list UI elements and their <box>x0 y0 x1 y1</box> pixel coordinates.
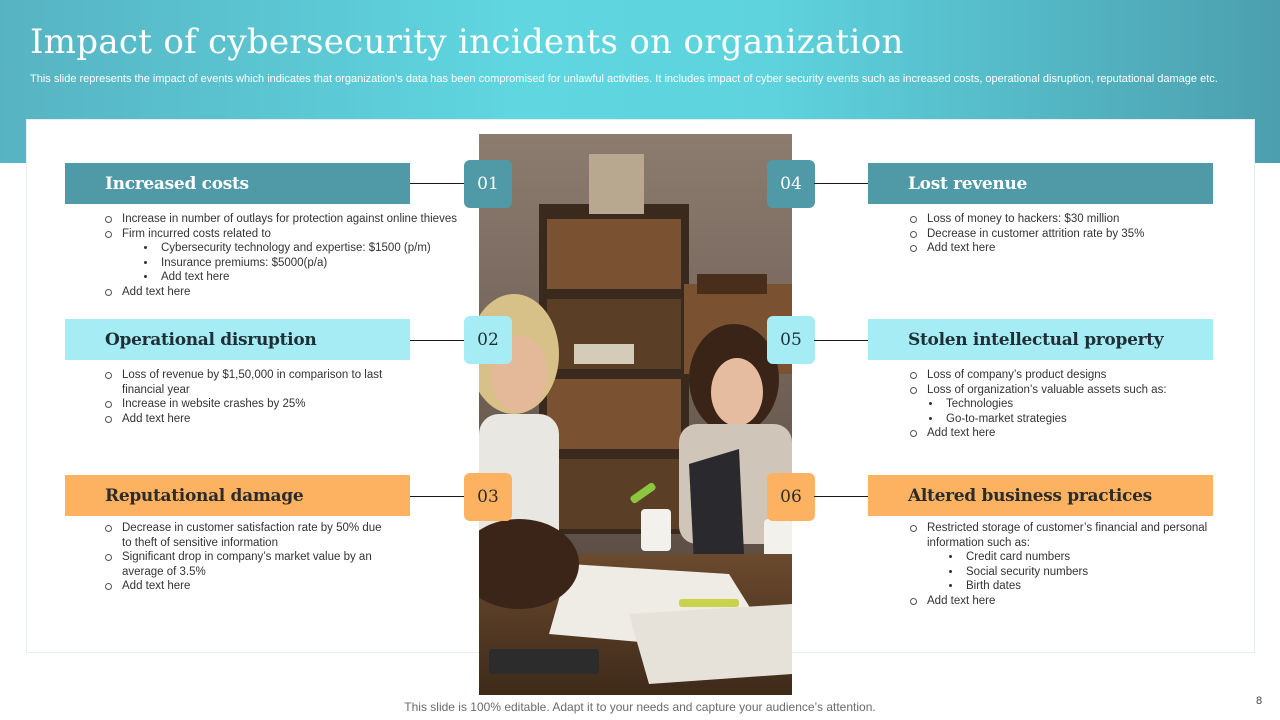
slide-title: Impact of cybersecurity incidents on org… <box>30 22 904 62</box>
list-item: Add text here <box>104 285 484 300</box>
sub-list-item: Credit card numbers <box>947 550 1229 565</box>
item-bar-increased-costs: Increased costs <box>65 163 410 204</box>
list-item: Add text here <box>909 426 1229 441</box>
item-list-lost-revenue: Loss of money to hackers: $30 million De… <box>909 212 1229 256</box>
connector-line <box>410 496 465 497</box>
page-number: 8 <box>1256 695 1263 707</box>
sub-list: Credit card numbers Social security numb… <box>947 550 1229 594</box>
connector-line <box>410 183 465 184</box>
sub-list: Cybersecurity technology and expertise: … <box>142 241 484 285</box>
list-item: Loss of money to hackers: $30 million <box>909 212 1229 227</box>
number-badge-03: 03 <box>464 473 512 521</box>
list-item: Significant drop in company’s market val… <box>104 550 389 579</box>
sub-list-item: Go-to-market strategies <box>927 412 1229 427</box>
sub-list-item: Cybersecurity technology and expertise: … <box>142 241 484 256</box>
item-title: Lost revenue <box>908 173 1028 194</box>
list-item: Increase in website crashes by 25% <box>104 397 389 412</box>
item-list-altered-business-practices: Restricted storage of customer’s financi… <box>909 521 1229 608</box>
item-title: Increased costs <box>105 173 249 194</box>
number-badge-05: 05 <box>767 316 815 364</box>
list-item: Decrease in customer satisfaction rate b… <box>104 521 389 550</box>
badge-number: 01 <box>477 174 499 194</box>
connector-line <box>814 340 869 341</box>
list-item: Loss of organization’s valuable assets s… <box>909 383 1229 427</box>
item-bar-altered-business-practices: Altered business practices <box>868 475 1213 516</box>
connector-line <box>814 183 869 184</box>
list-item: Loss of revenue by $1,50,000 in comparis… <box>104 368 389 397</box>
item-list-operational-disruption: Loss of revenue by $1,50,000 in comparis… <box>104 368 389 426</box>
sub-list-item: Social security numbers <box>947 565 1229 580</box>
badge-number: 06 <box>780 487 802 507</box>
meeting-photo <box>479 134 792 695</box>
item-title: Stolen intellectual property <box>908 329 1164 350</box>
item-bar-stolen-intellectual-property: Stolen intellectual property <box>868 319 1213 360</box>
number-badge-04: 04 <box>767 160 815 208</box>
list-item: Decrease in customer attrition rate by 3… <box>909 227 1229 242</box>
badge-number: 05 <box>780 330 802 350</box>
slide-footer: This slide is 100% editable. Adapt it to… <box>404 700 876 714</box>
sub-list: Technologies Go-to-market strategies <box>927 397 1229 426</box>
list-item: Add text here <box>104 412 389 427</box>
sub-list-item: Birth dates <box>947 579 1229 594</box>
item-title: Operational disruption <box>105 329 317 350</box>
list-item: Loss of company’s product designs <box>909 368 1229 383</box>
badge-number: 03 <box>477 487 499 507</box>
list-item: Add text here <box>909 594 1229 609</box>
sub-list-item: Insurance premiums: $5000(p/a) <box>142 256 484 271</box>
item-list-stolen-intellectual-property: Loss of company’s product designs Loss o… <box>909 368 1229 441</box>
number-badge-02: 02 <box>464 316 512 364</box>
item-bar-lost-revenue: Lost revenue <box>868 163 1213 204</box>
item-title: Reputational damage <box>105 485 304 506</box>
connector-line <box>410 340 465 341</box>
list-item: Add text here <box>909 241 1229 256</box>
list-item: Firm incurred costs related to Cybersecu… <box>104 227 484 285</box>
item-list-increased-costs: Increase in number of outlays for protec… <box>104 212 484 299</box>
sub-list-item: Add text here <box>142 270 484 285</box>
sub-list-item: Technologies <box>927 397 1229 412</box>
item-title: Altered business practices <box>908 485 1152 506</box>
item-list-reputational-damage: Decrease in customer satisfaction rate b… <box>104 521 389 594</box>
list-item: Add text here <box>104 579 389 594</box>
slide-subtitle: This slide represents the impact of even… <box>30 73 1218 85</box>
number-badge-01: 01 <box>464 160 512 208</box>
list-item: Increase in number of outlays for protec… <box>104 212 484 227</box>
list-item: Restricted storage of customer’s financi… <box>909 521 1229 594</box>
badge-number: 04 <box>780 174 802 194</box>
item-bar-operational-disruption: Operational disruption <box>65 319 410 360</box>
meeting-photo-illustration <box>479 134 792 695</box>
number-badge-06: 06 <box>767 473 815 521</box>
item-bar-reputational-damage: Reputational damage <box>65 475 410 516</box>
badge-number: 02 <box>477 330 499 350</box>
connector-line <box>814 496 869 497</box>
